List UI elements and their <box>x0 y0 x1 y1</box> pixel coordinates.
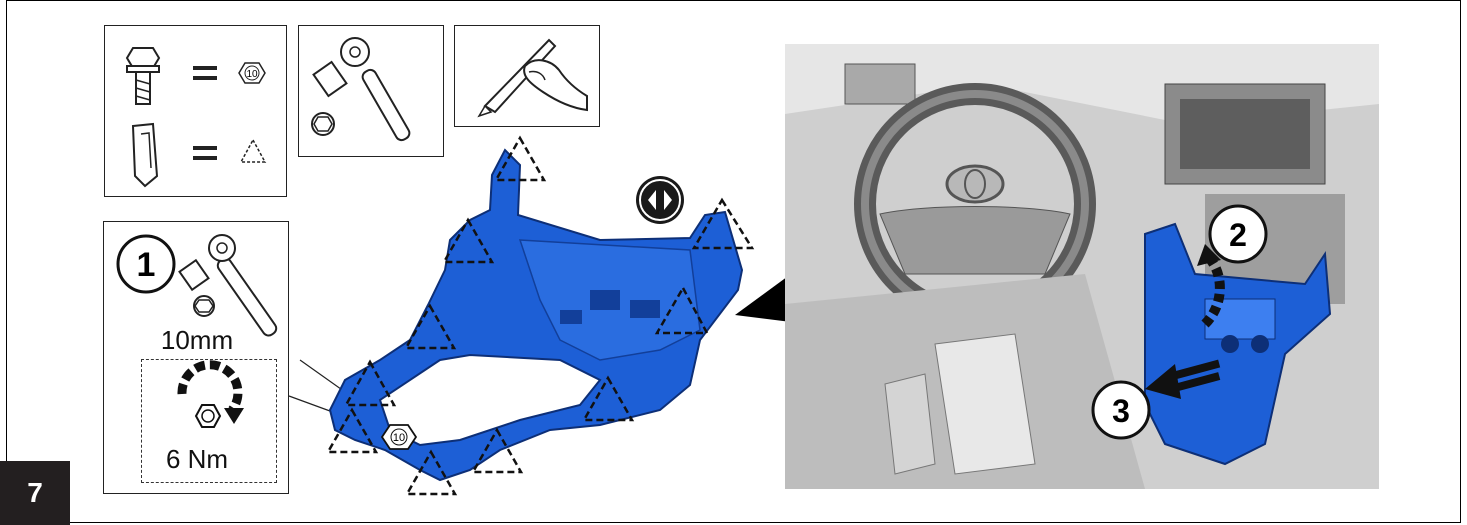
hex-10-icon: 10 <box>239 63 265 83</box>
torque-label: 6 Nm <box>104 444 290 475</box>
car-interior-photo: 2 3 <box>785 44 1379 489</box>
hex-socket-icon <box>312 113 334 135</box>
trim-tool-hand-icon <box>479 40 587 116</box>
step1-box: 1 10mm 6 Nm <box>103 221 289 494</box>
hex-socket-icon <box>194 296 214 316</box>
bolt-icon <box>127 48 159 104</box>
bolt-size-text: 10 <box>246 69 258 80</box>
socket-wrench-box <box>298 25 444 157</box>
socket-size-label: 10mm <box>104 325 290 356</box>
photo-step2-number: 2 <box>1229 217 1247 253</box>
step1-number: 1 <box>137 246 156 284</box>
photo-step3-number: 3 <box>1112 393 1130 429</box>
legend-box: 10 <box>104 25 287 197</box>
equals-icon <box>193 66 217 80</box>
trim-tool-box <box>454 25 600 127</box>
clip-icon <box>133 124 157 186</box>
socket-wrench-icon <box>179 235 278 338</box>
equals-icon <box>193 146 217 160</box>
clip-triangle-icon <box>241 140 265 162</box>
step-number-badge: 7 <box>0 461 70 525</box>
